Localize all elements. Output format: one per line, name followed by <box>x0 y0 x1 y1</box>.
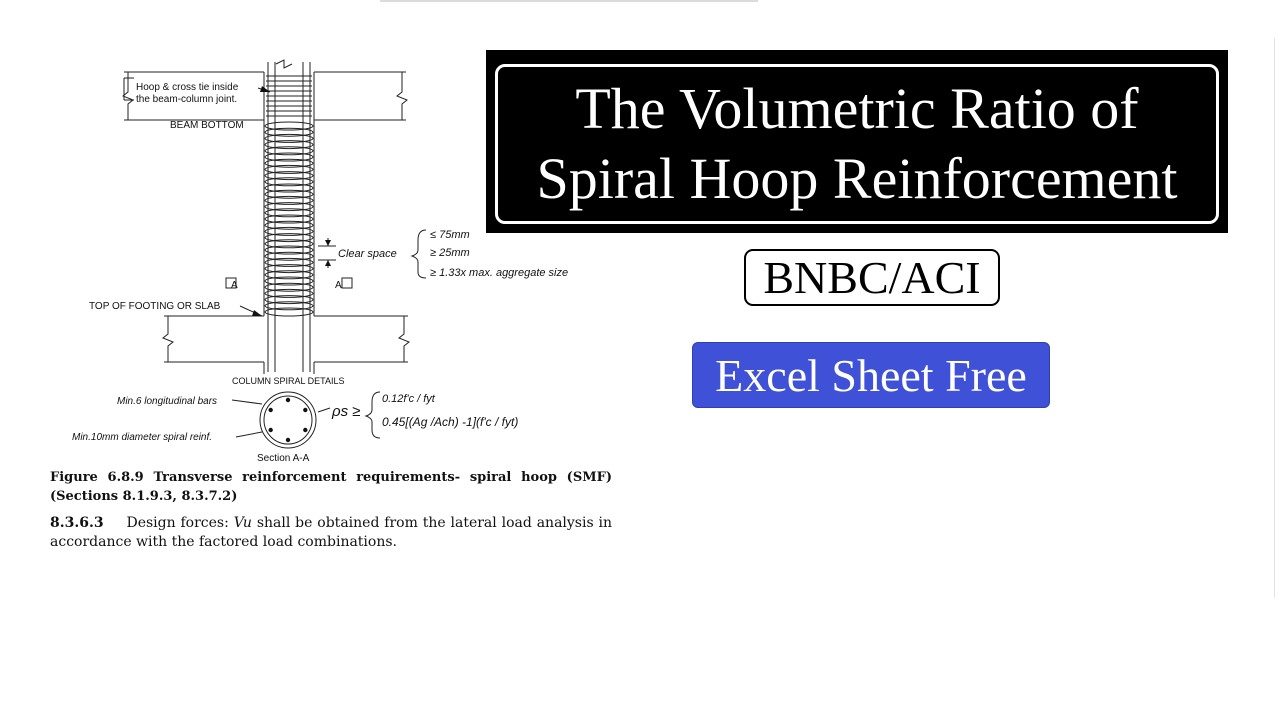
longitudinal-bar-dot <box>303 407 308 413</box>
longitudinal-bar-dot <box>285 397 291 403</box>
spiral-loop <box>264 140 314 150</box>
limit-75mm: ≤ 75mm <box>430 229 470 241</box>
spiral-loop <box>264 202 314 212</box>
longitudinal-bar-dot <box>268 427 273 433</box>
spiral-loop <box>264 146 314 156</box>
spiral-loop <box>264 171 314 181</box>
spiral-loop <box>264 295 314 305</box>
spiral-loop <box>264 288 314 298</box>
spiral-loop <box>264 214 314 224</box>
excel-sheet-button[interactable]: Excel Sheet Free <box>692 342 1050 408</box>
spiral-loop <box>264 127 314 137</box>
section-mark-left: A <box>231 280 238 291</box>
spiral-loop <box>264 251 314 261</box>
spiral-loop <box>264 257 314 267</box>
title-line-2: Spiral Hoop Reinforcement <box>536 146 1178 211</box>
clear-space-label: Clear space <box>338 248 397 260</box>
spiral-loop <box>264 189 314 199</box>
spiral-loop <box>264 183 314 193</box>
spiral-loop <box>264 121 314 131</box>
spiral-loop <box>264 220 314 230</box>
spiral-loop <box>264 307 314 317</box>
rho-symbol: ρs ≥ <box>331 403 361 420</box>
longitudinal-bar-dot <box>303 427 308 433</box>
spiral-loop <box>264 245 314 255</box>
clause-text: shall be obtained from the lateral load … <box>50 515 613 550</box>
spiral-loop <box>264 270 314 280</box>
code-badge: BNBC/ACI <box>744 249 1000 306</box>
spiral-loop <box>264 282 314 292</box>
clause-number: 8.3.6.3 <box>50 515 104 531</box>
footing-label: TOP OF FOOTING OR SLAB <box>89 301 221 312</box>
spiral-loop <box>264 164 314 174</box>
spiral-loop <box>264 239 314 249</box>
right-divider <box>1274 38 1275 598</box>
longitudinal-bars-label: Min.6 longitudinal bars <box>117 396 217 407</box>
beam-bottom-label: BEAM BOTTOM <box>170 120 244 131</box>
spiral-reinf-label: Min.10mm diameter spiral reinf. <box>72 432 212 443</box>
hoop-note-line-1: Hoop & cross tie inside <box>136 82 239 93</box>
spiral-loop <box>264 177 314 187</box>
formula-1: 0.12f'c / fyt <box>382 393 436 405</box>
title-line-1: The Volumetric Ratio of <box>575 76 1139 141</box>
hoop-note-line-2: the beam-column joint. <box>136 94 237 105</box>
section-aa-label: Section A-A <box>257 453 310 464</box>
column-spiral-diagram: Hoop & cross tie inside the beam-column … <box>72 59 568 464</box>
spiral-loop <box>264 133 314 143</box>
title-frame: The Volumetric Ratio of Spiral Hoop Rein… <box>495 64 1219 224</box>
clause-symbol: Vu <box>233 515 252 531</box>
longitudinal-bar-dot <box>268 407 273 413</box>
spiral-loop <box>264 158 314 168</box>
spiral-loop <box>264 226 314 236</box>
top-divider <box>380 0 758 2</box>
spiral-loop <box>264 208 314 218</box>
title-banner: The Volumetric Ratio of Spiral Hoop Rein… <box>486 50 1228 233</box>
spiral-loop <box>264 264 314 274</box>
spiral-loop <box>264 195 314 205</box>
spiral-loop <box>264 233 314 243</box>
clause-prefix: Design forces: <box>126 515 229 531</box>
limit-aggregate: ≥ 1.33x max. aggregate size <box>430 267 568 279</box>
clause-paragraph: 8.3.6.3 Design forces: Vu shall be obtai… <box>50 514 612 552</box>
spiral-loop <box>264 276 314 286</box>
spiral-loop <box>264 301 314 311</box>
spiral-loop <box>264 152 314 162</box>
formula-2: 0.45[(Ag /Ach) -1](f'c / fyt) <box>382 415 518 429</box>
figure-caption: Figure 6.8.9 Transverse reinforcement re… <box>50 470 612 504</box>
section-mark-right: A <box>335 280 342 291</box>
column-spiral-details-label: COLUMN SPIRAL DETAILS <box>232 376 345 386</box>
longitudinal-bar-dot <box>285 437 291 443</box>
limit-25mm: ≥ 25mm <box>430 247 470 259</box>
